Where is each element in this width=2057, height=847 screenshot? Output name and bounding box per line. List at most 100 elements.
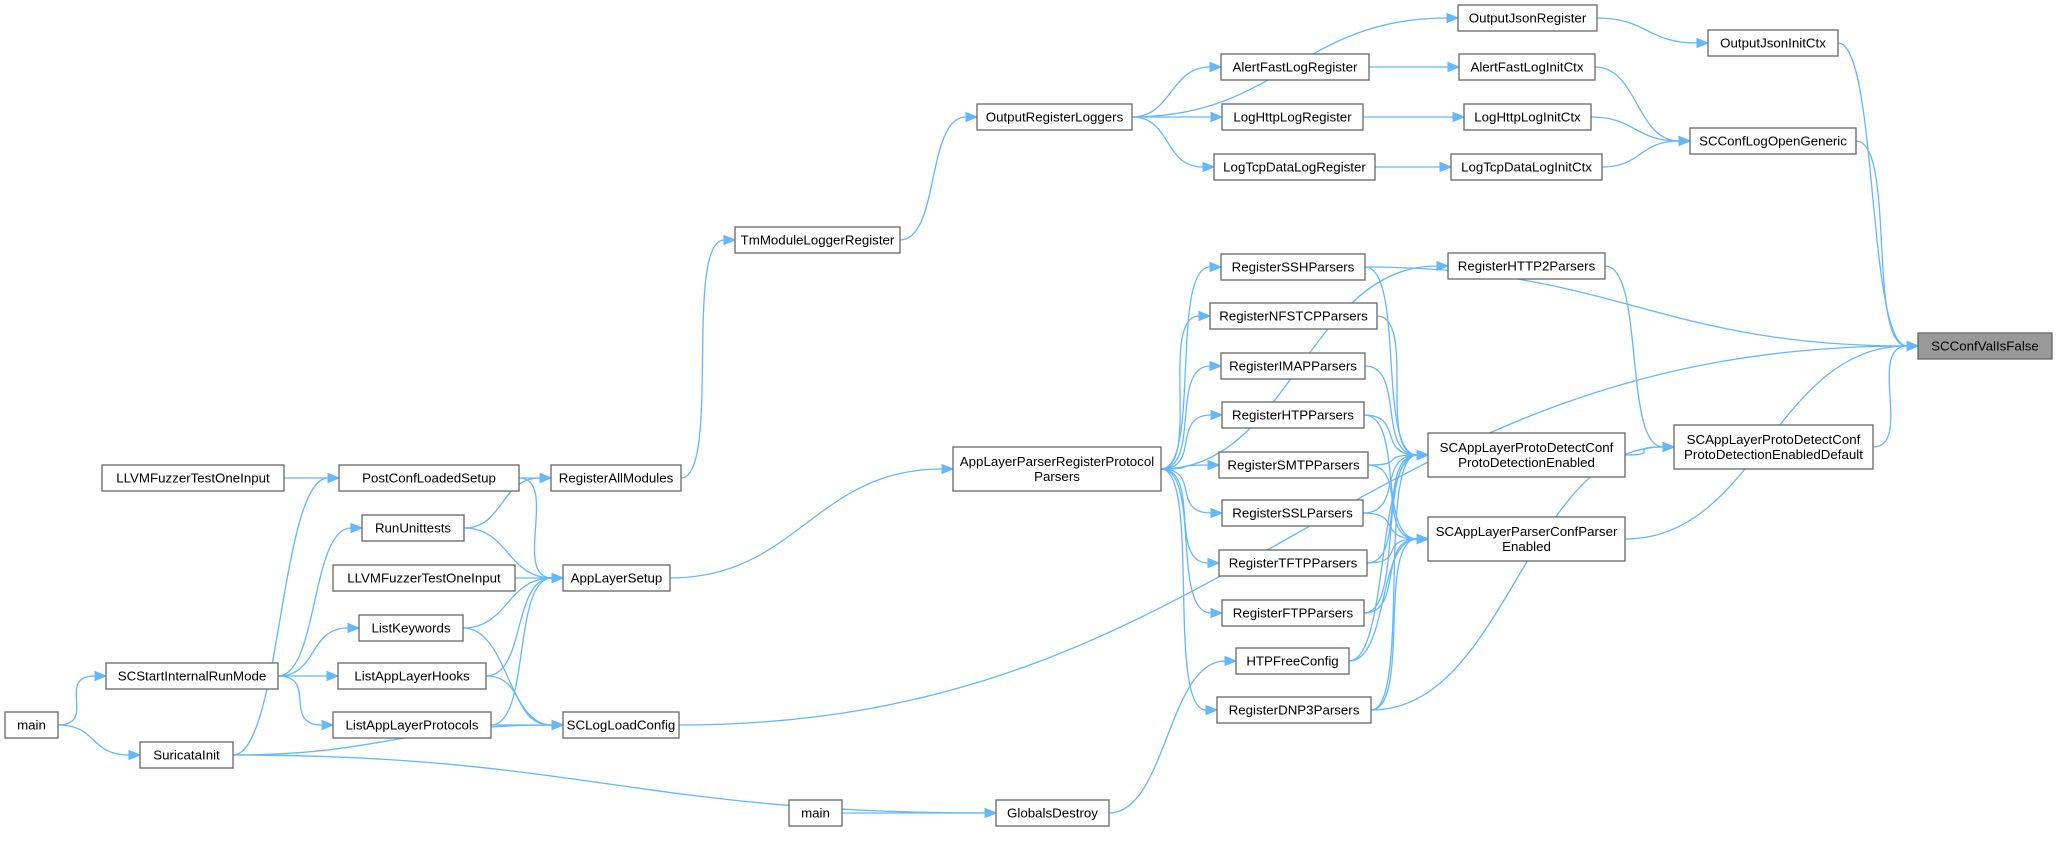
node-label: AppLayerSetup bbox=[571, 571, 663, 586]
node-box bbox=[1673, 424, 1874, 470]
edge-AppLayerParserRegisterProtocolParsers-to-RegisterHTPParsers bbox=[1160, 414, 1212, 470]
node-ListAppLayerProtocols[interactable]: ListAppLayerProtocols bbox=[332, 711, 492, 739]
node-RegisterNFSTCPParsers[interactable]: RegisterNFSTCPParsers bbox=[1209, 302, 1378, 330]
node-SCAppLayerProtoDetectConfProtoDetectionEnabledDefault[interactable]: SCAppLayerProtoDetectConfProtoDetectionE… bbox=[1673, 424, 1874, 470]
node-label: RegisterHTPParsers bbox=[1232, 408, 1354, 423]
node-ListKeywords[interactable]: ListKeywords bbox=[358, 614, 464, 642]
node-RegisterSSHParsers[interactable]: RegisterSSHParsers bbox=[1220, 253, 1366, 281]
edge-RegisterSSHParsers-to-SCAppLayerProtoDetectConfProtoDetectionEnabled bbox=[1364, 266, 1418, 456]
arrowhead-LogHttpLogInitCtx bbox=[1452, 111, 1466, 123]
node-SuricataInit[interactable]: SuricataInit bbox=[139, 741, 234, 769]
node-label: RegisterSSLParsers bbox=[1232, 506, 1353, 521]
node-label: Parsers bbox=[1034, 469, 1080, 484]
node-label: SCConfLogOpenGeneric bbox=[1699, 134, 1847, 149]
node-box bbox=[4, 711, 59, 739]
node-label: SuricataInit bbox=[153, 748, 220, 763]
edge-OutputJsonInitCtx-to-SCConfValIsFalse bbox=[1837, 42, 1908, 347]
edge-SCConfLogOpenGeneric-to-SCConfValIsFalse bbox=[1855, 140, 1908, 347]
node-label: RegisterTFTPParsers bbox=[1229, 556, 1358, 571]
node-AlertFastLogRegister[interactable]: AlertFastLogRegister bbox=[1220, 53, 1370, 81]
node-label: RegisterAllModules bbox=[559, 471, 674, 486]
node-box bbox=[105, 662, 279, 690]
node-AppLayerSetup[interactable]: AppLayerSetup bbox=[562, 564, 671, 592]
node-OutputJsonInitCtx[interactable]: OutputJsonInitCtx bbox=[1707, 29, 1839, 57]
node-LogHttpLogRegister[interactable]: LogHttpLogRegister bbox=[1221, 103, 1364, 131]
node-RegisterFTPParsers[interactable]: RegisterFTPParsers bbox=[1221, 599, 1365, 627]
edge-SCAppLayerProtoDetectConfProtoDetectionEnabledDefault-to-SCConfValIsFalse bbox=[1872, 345, 1908, 448]
node-LogTcpDataLogRegister[interactable]: LogTcpDataLogRegister bbox=[1213, 153, 1376, 181]
node-label: LogHttpLogRegister bbox=[1233, 110, 1352, 125]
node-box bbox=[1209, 302, 1378, 330]
node-label: RunUnittests bbox=[375, 521, 451, 536]
arrowhead-LogTcpDataLogInitCtx bbox=[1439, 161, 1453, 173]
edge-OutputRegisterLoggers-to-LogTcpDataLogRegister bbox=[1131, 116, 1204, 168]
node-label: ListAppLayerHooks bbox=[354, 669, 470, 684]
node-RegisterAllModules[interactable]: RegisterAllModules bbox=[550, 464, 682, 492]
node-box bbox=[1221, 401, 1365, 429]
arrowhead-SCLogLoadConfig bbox=[551, 719, 565, 731]
edge-GlobalsDestroy-to-HTPFreeConfig bbox=[1108, 660, 1226, 814]
node-GlobalsDestroy[interactable]: GlobalsDestroy bbox=[995, 799, 1110, 827]
node-label: SCLogLoadConfig bbox=[567, 718, 676, 733]
node-SCAppLayerProtoDetectConfProtoDetectionEnabled[interactable]: SCAppLayerProtoDetectConfProtoDetectionE… bbox=[1427, 432, 1626, 478]
node-label: RegisterFTPParsers bbox=[1233, 606, 1354, 621]
edge-PostConfLoadedSetup-to-AppLayerSetup bbox=[518, 477, 553, 579]
node-label: ListKeywords bbox=[371, 621, 450, 636]
arrowhead-RegisterNFSTCPParsers bbox=[1198, 310, 1212, 322]
node-PostConfLoadedSetup[interactable]: PostConfLoadedSetup bbox=[338, 464, 520, 492]
node-OutputJsonRegister[interactable]: OutputJsonRegister bbox=[1457, 4, 1598, 32]
arrowhead-RegisterSMTPParsers bbox=[1207, 459, 1221, 471]
node-RegisterIMAPParsers[interactable]: RegisterIMAPParsers bbox=[1220, 352, 1366, 380]
node-RunUnittests[interactable]: RunUnittests bbox=[361, 514, 465, 542]
node-TmModuleLoggerRegister[interactable]: TmModuleLoggerRegister bbox=[734, 226, 901, 254]
node-HTPFreeConfig[interactable]: HTPFreeConfig bbox=[1235, 647, 1350, 675]
node-SCConfLogOpenGeneric[interactable]: SCConfLogOpenGeneric bbox=[1689, 127, 1857, 155]
arrowhead-ListAppLayerProtocols bbox=[321, 719, 335, 731]
edge-ListKeywords-to-SCLogLoadConfig bbox=[462, 627, 553, 726]
node-main_2[interactable]: main bbox=[788, 799, 843, 827]
node-LLVMFuzzerTestOneInput_2[interactable]: LLVMFuzzerTestOneInput bbox=[332, 564, 516, 592]
node-label: RegisterSSHParsers bbox=[1232, 260, 1355, 275]
node-label: HTPFreeConfig bbox=[1246, 654, 1338, 669]
edge-ListAppLayerProtocols-to-AppLayerSetup bbox=[490, 577, 553, 726]
node-LogTcpDataLogInitCtx[interactable]: LogTcpDataLogInitCtx bbox=[1450, 153, 1603, 181]
node-RegisterDNP3Parsers[interactable]: RegisterDNP3Parsers bbox=[1216, 696, 1372, 724]
arrowhead-RunUnittests bbox=[350, 522, 364, 534]
node-OutputRegisterLoggers[interactable]: OutputRegisterLoggers bbox=[976, 103, 1133, 131]
edge-RegisterSSHParsers-to-SCConfValIsFalse bbox=[1364, 266, 1908, 347]
node-AlertFastLogInitCtx[interactable]: AlertFastLogInitCtx bbox=[1458, 53, 1596, 81]
node-label: AlertFastLogInitCtx bbox=[1470, 60, 1583, 75]
node-RegisterSSLParsers[interactable]: RegisterSSLParsers bbox=[1221, 499, 1364, 527]
node-LogHttpLogInitCtx[interactable]: LogHttpLogInitCtx bbox=[1463, 103, 1592, 131]
node-box bbox=[1458, 53, 1596, 81]
edge-LogTcpDataLogInitCtx-to-SCConfLogOpenGeneric bbox=[1601, 140, 1680, 168]
node-box bbox=[952, 446, 1162, 492]
node-RegisterSMTPParsers[interactable]: RegisterSMTPParsers bbox=[1218, 451, 1369, 479]
edge-SuricataInit-to-GlobalsDestroy bbox=[232, 754, 986, 814]
arrowhead-SuricataInit bbox=[128, 749, 142, 761]
node-box bbox=[338, 464, 520, 492]
node-SCLogLoadConfig[interactable]: SCLogLoadConfig bbox=[562, 711, 680, 739]
node-LLVMFuzzerTestOneInput_1[interactable]: LLVMFuzzerTestOneInput bbox=[101, 464, 285, 492]
node-SCStartInternalRunMode[interactable]: SCStartInternalRunMode bbox=[105, 662, 279, 690]
node-RegisterHTPParsers[interactable]: RegisterHTPParsers bbox=[1221, 401, 1365, 429]
node-label: RegisterHTTP2Parsers bbox=[1458, 259, 1596, 274]
edge-TmModuleLoggerRegister-to-OutputRegisterLoggers bbox=[899, 116, 967, 241]
node-ListAppLayerHooks[interactable]: ListAppLayerHooks bbox=[337, 662, 487, 690]
node-box bbox=[734, 226, 901, 254]
edge-SCAppLayerProtoDetectConfProtoDetectionEnabled-to-SCAppLayerProtoDetectConfProtoDetectionEnabledDefault bbox=[1624, 446, 1664, 456]
node-box bbox=[1221, 599, 1365, 627]
edge-RegisterAllModules-to-TmModuleLoggerRegister bbox=[680, 239, 725, 479]
node-box bbox=[332, 564, 516, 592]
node-box bbox=[1221, 103, 1364, 131]
arrowhead-LogTcpDataLogRegister bbox=[1202, 161, 1216, 173]
node-main_1[interactable]: main bbox=[4, 711, 59, 739]
arrowhead-SCAppLayerParserConfParserEnabled bbox=[1416, 533, 1430, 545]
node-RegisterHTTP2Parsers[interactable]: RegisterHTTP2Parsers bbox=[1447, 252, 1606, 280]
node-RegisterTFTPParsers[interactable]: RegisterTFTPParsers bbox=[1218, 549, 1368, 577]
arrowhead-ListAppLayerHooks bbox=[326, 670, 340, 682]
node-SCConfValIsFalse[interactable]: SCConfValIsFalse bbox=[1917, 332, 2053, 360]
arrowhead-RegisterIMAPParsers bbox=[1209, 360, 1223, 372]
